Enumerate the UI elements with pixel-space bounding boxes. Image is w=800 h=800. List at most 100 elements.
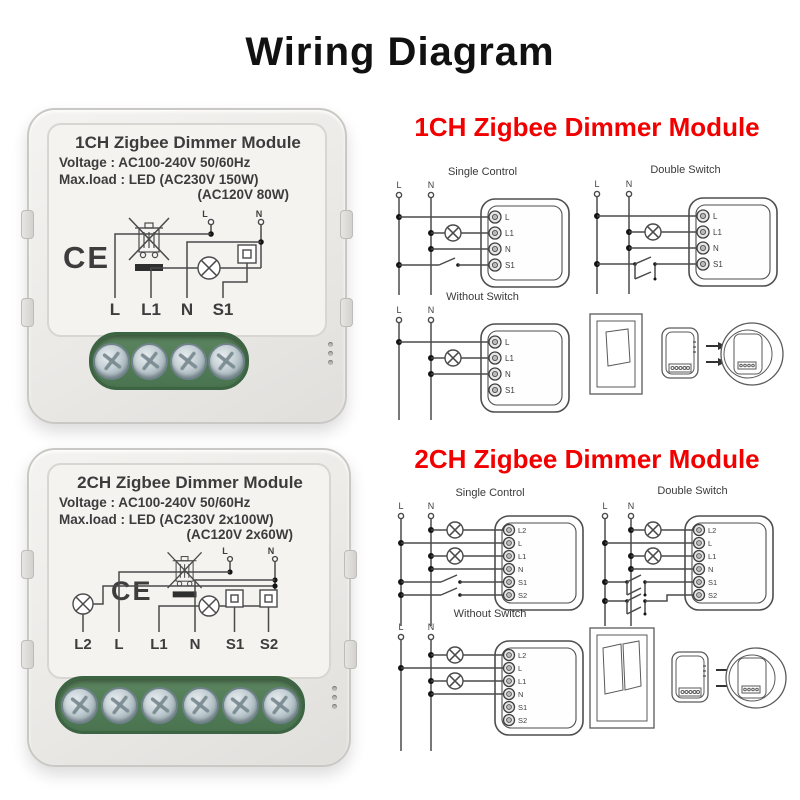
module-terminal-label: L2 [518,526,526,535]
module-drawing: L L1 N S1 [480,323,570,413]
live-label: L [396,180,401,190]
ce-mark: CE [111,576,153,606]
lamp-icon [446,646,464,664]
product-label-2ch: 2CH Zigbee Dimmer Module Voltage : AC100… [47,463,331,679]
diagram-double-switch-2ch: L N L2 L L1 N S1 S2 [601,501,774,626]
terminal-label: S1 [213,300,234,319]
mounting-tab [340,298,353,327]
terminal-screw [93,342,131,380]
module-drawing: L2 L L1 N S1 S2 [494,640,584,736]
diagram-label-without-switch-2ch: Without Switch [453,608,527,620]
mounting-tab [21,210,34,239]
weee-icon [167,551,203,598]
product-photo-2ch: 2CH Zigbee Dimmer Module Voltage : AC100… [21,448,357,767]
lamp-icon [644,547,662,565]
ce-mark: CE [63,240,110,275]
module-drawing: L2 L L1 N S1 S2 [684,515,774,611]
mounting-tab [21,550,34,579]
max-load-spec-2: (AC120V 80W) [197,187,289,202]
module-terminal-label: L [505,213,510,222]
diagram-label-single-control-2ch: Single Control [455,487,525,499]
module-illustration [671,651,709,703]
terminal-label: L [110,300,120,319]
wall-switch-symbol [259,589,278,608]
weee-icon [128,217,170,271]
module-terminal-label: L [505,338,510,347]
diagram-without-switch-1ch: L N L L1 N S1 [395,305,570,420]
module-terminal-label: L2 [518,651,526,660]
max-load-spec-2: (AC120V 2x60W) [186,527,293,542]
neutral-label: N [628,501,635,511]
mounting-tab [344,550,357,579]
voltage-spec: Voltage : AC100-240V 50/60Hz [59,155,251,170]
live-label: L [396,305,401,315]
neutral-label: N [428,180,435,190]
module-terminal-label: S2 [708,591,717,600]
module-terminal-label: N [518,565,523,574]
wall-switch-symbol [225,589,244,608]
module-terminal-label: L1 [518,552,526,561]
module-terminal-label: L [518,664,522,673]
neutral-label: N [428,501,435,511]
vent-holes [328,342,333,365]
terminal-label: L2 [74,636,92,653]
switch-symbol [399,257,460,267]
module-terminal-label: N [505,245,511,254]
terminal-label: S2 [260,636,278,653]
neutral-label: N [428,622,435,632]
diagram-single-control-1ch: L N L L1 N S1 [395,180,570,295]
flush-box-illustration [725,647,787,709]
max-load-spec: Max.load : LED (AC230V 2x100W) [59,512,274,527]
vent-holes [332,686,337,709]
lamp-icon [444,224,462,242]
schematic-neutral-label: N [256,209,263,219]
module-terminal-label: L [713,212,718,221]
module-terminal-label: L1 [505,354,514,363]
module-terminal-label: L1 [505,229,514,238]
terminal-screw [181,686,219,724]
terminal-label: L1 [141,300,161,319]
installation-illustration-1ch [589,313,784,395]
flush-box-illustration [720,322,784,386]
lamp-icon [198,595,220,617]
terminal-label: N [190,636,201,653]
wall-switch-symbol [237,244,257,264]
terminal-screw [207,342,245,380]
terminal-block-1ch [89,332,249,390]
terminal-screw [169,342,207,380]
module-terminal-label: N [708,565,713,574]
label-schematic-wires [114,218,265,298]
diagram-label-double-switch-2ch: Double Switch [657,485,728,497]
section-heading-1ch: 1CH Zigbee Dimmer Module [414,112,760,142]
product-photo-1ch: 1CH Zigbee Dimmer Module Voltage : AC100… [21,108,353,424]
lamp-icon [72,593,94,615]
mounting-tab [21,640,34,669]
lamp-icon [644,521,662,539]
module-terminal-label: S1 [518,703,527,712]
module-terminal-label: L [708,539,712,548]
diagram-label-single-control-1ch: Single Control [447,166,518,178]
diagram-single-control-2ch: L N L2 L L1 N S1 S2 [397,501,584,626]
label-schematic-wires [72,555,279,632]
live-label: L [398,622,403,632]
terminal-screw [221,686,259,724]
terminal-label: S1 [226,636,244,653]
module-terminal-label: S2 [518,716,527,725]
module-terminal-label: S1 [518,578,527,587]
wall-switch-illustration [589,627,655,729]
installation-illustration-2ch [589,627,787,729]
mounting-tab [344,640,357,669]
module-terminal-label: L [518,539,522,548]
neutral-label: N [626,179,633,189]
module-terminal-label: N [518,690,523,699]
neutral-label: N [428,305,435,315]
schematic-neutral-label: N [268,546,275,556]
lamp-icon [446,521,464,539]
product-label-1ch: 1CH Zigbee Dimmer Module Voltage : AC100… [47,123,327,337]
product-name: 2CH Zigbee Dimmer Module [77,473,303,492]
double-switch-symbol [605,593,647,616]
section-heading-2ch: 2CH Zigbee Dimmer Module [414,444,760,474]
terminal-label: L [114,636,123,653]
module-drawing: L2 L L1 N S1 S2 [494,515,584,611]
diagram-label-without-switch-1ch: Without Switch [446,291,519,303]
